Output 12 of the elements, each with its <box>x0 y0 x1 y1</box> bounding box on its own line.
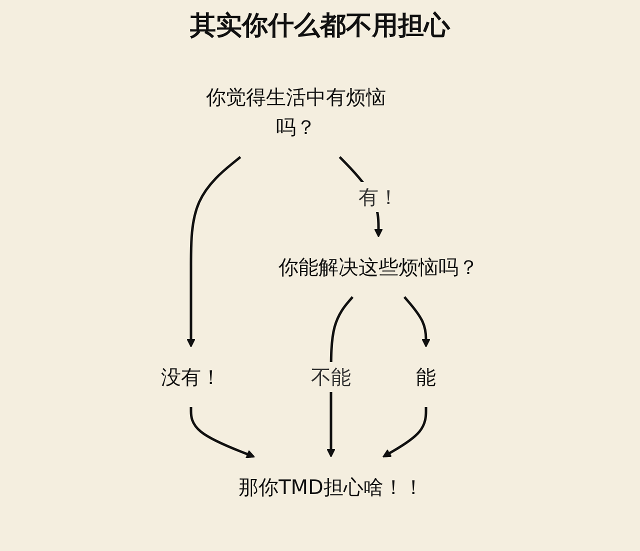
node-text: 你觉得生活中有烦恼吗？ <box>206 85 386 139</box>
edge-label: 不能 <box>311 365 352 389</box>
diagram-title: 其实你什么都不用担心 <box>189 10 452 43</box>
node-text: 那你TMD担心啥！！ <box>238 475 424 499</box>
arrow <box>186 156 242 348</box>
arrow <box>190 407 256 458</box>
node-text: 没有！ <box>161 365 222 389</box>
arrow <box>382 407 428 458</box>
node-text: 能 <box>416 365 436 389</box>
node-text: 你能解决这些烦恼吗？ <box>278 255 479 279</box>
arrow <box>404 296 431 348</box>
edge-label: 有！ <box>358 185 399 209</box>
